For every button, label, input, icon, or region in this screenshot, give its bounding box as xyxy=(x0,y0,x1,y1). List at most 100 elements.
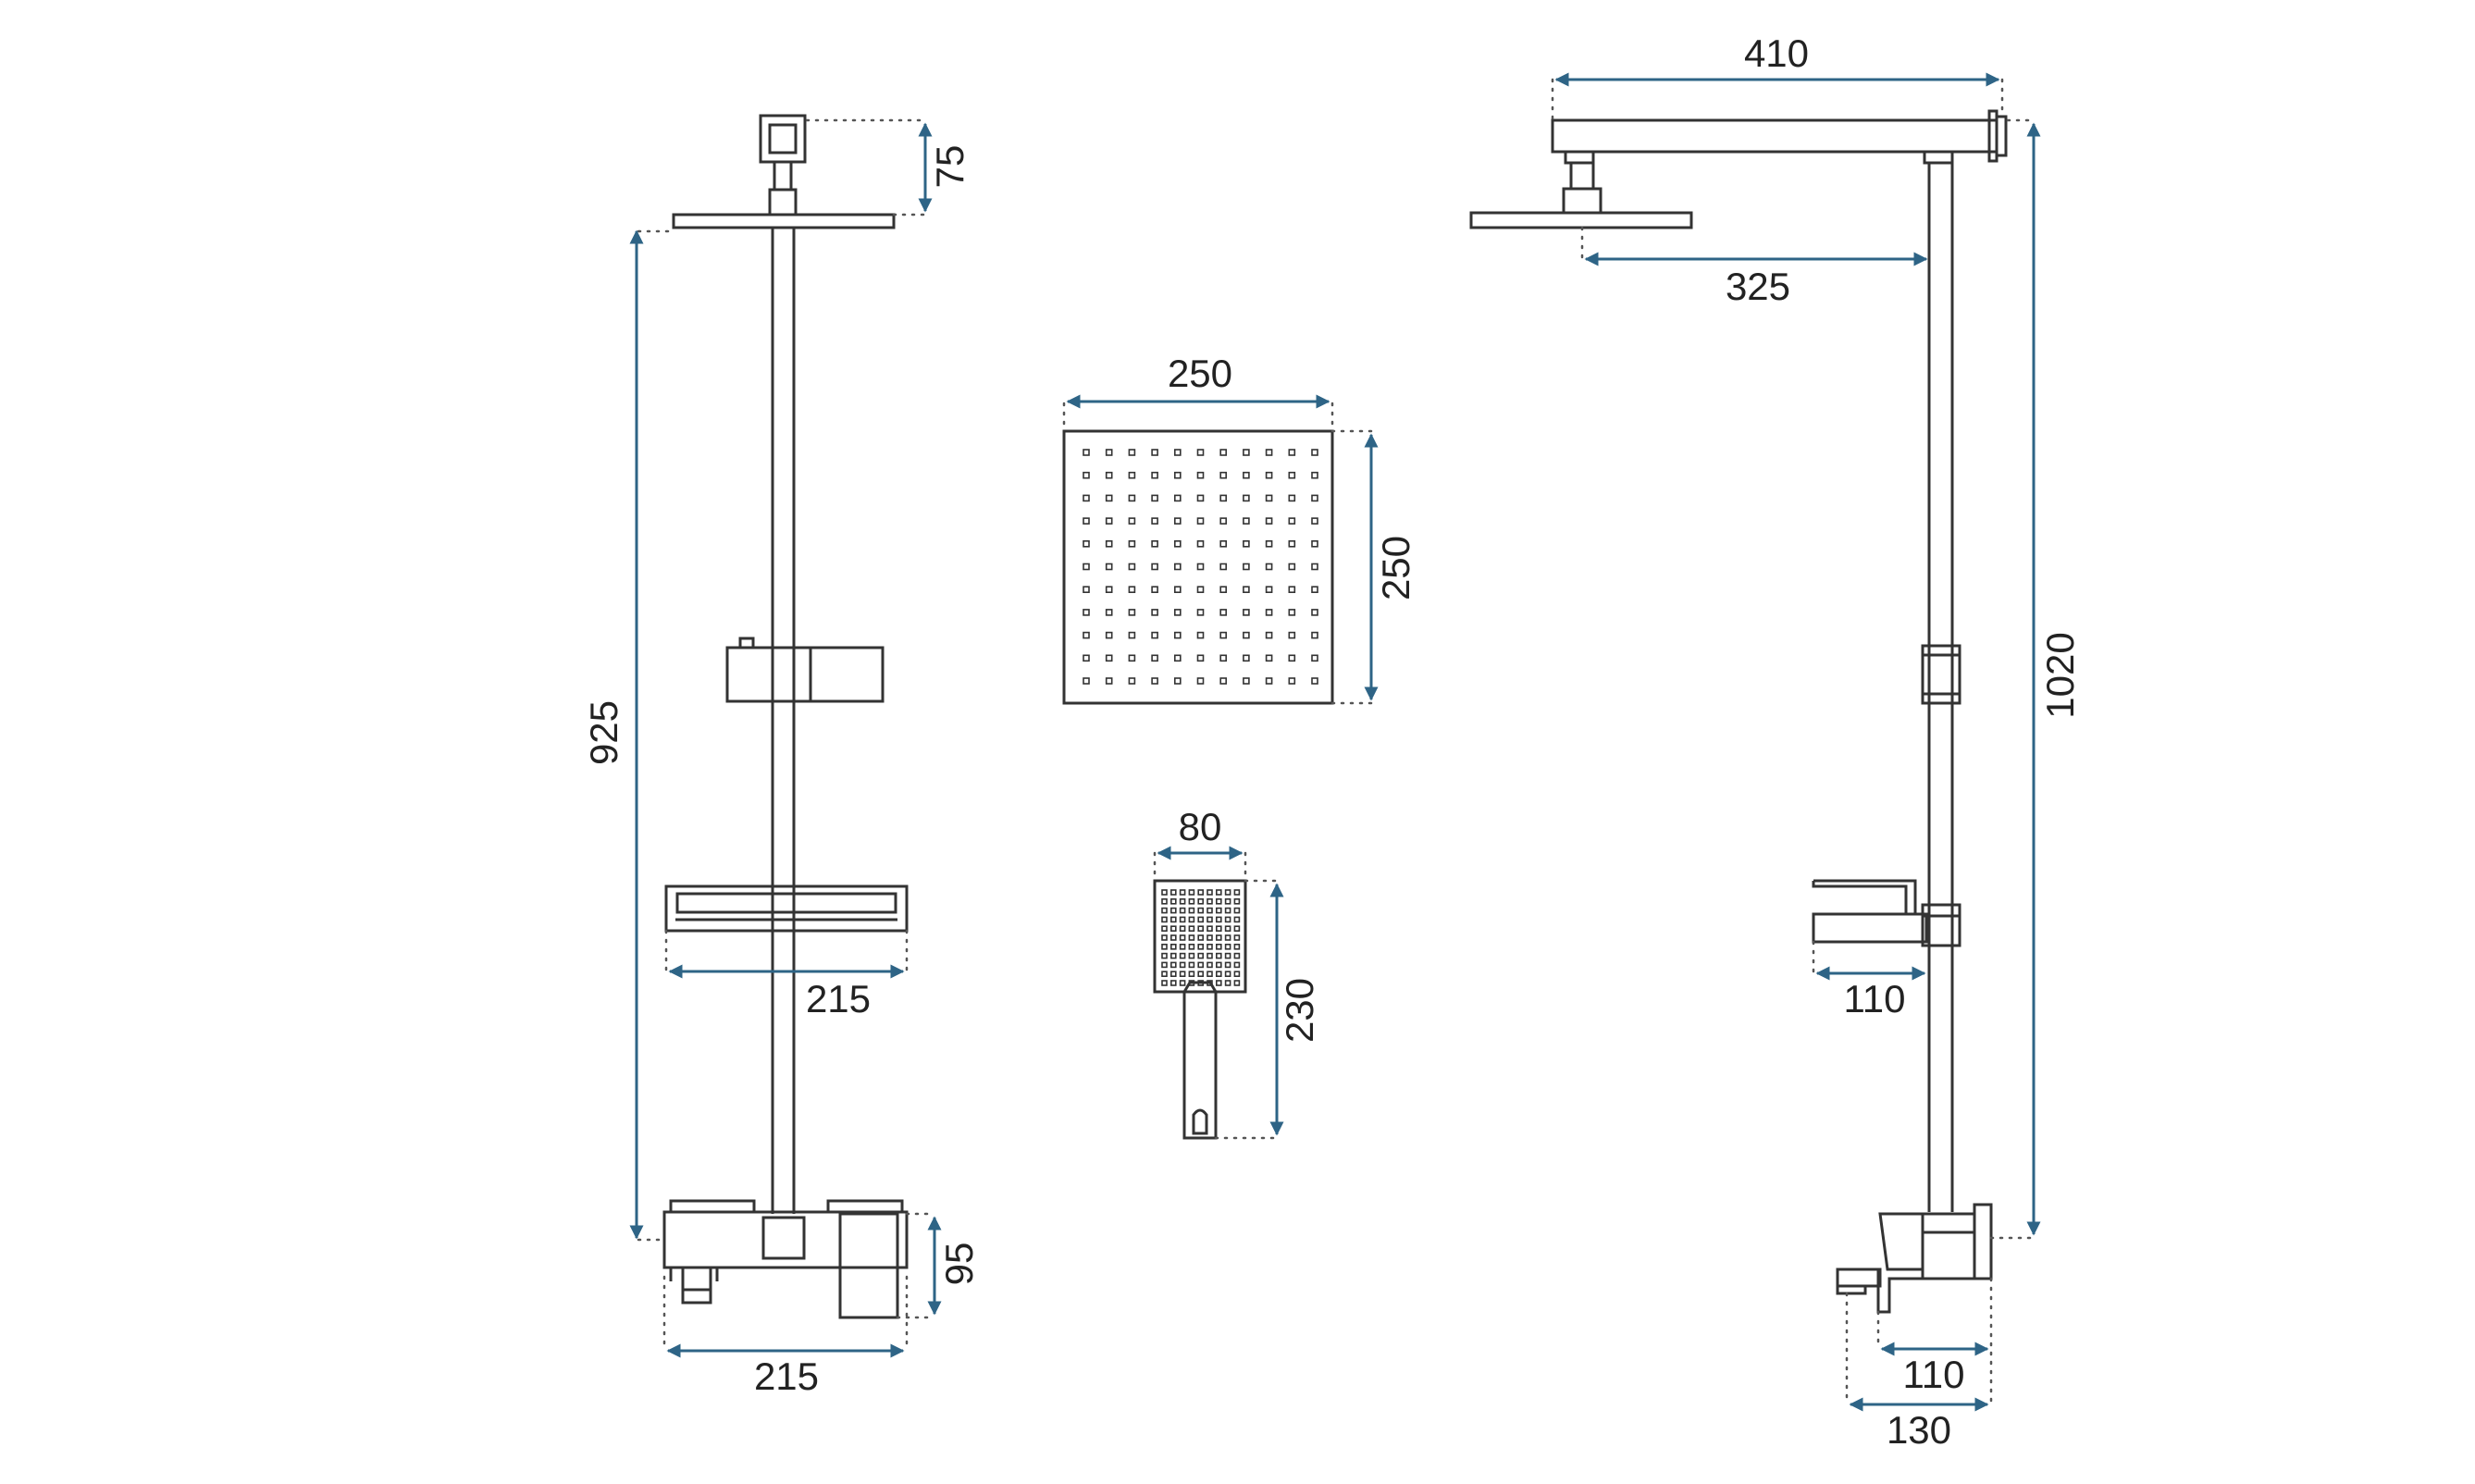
nozzle xyxy=(1128,631,1136,639)
nozzle xyxy=(1216,952,1222,959)
nozzle xyxy=(1170,952,1177,959)
nozzle xyxy=(1105,586,1113,594)
nozzle xyxy=(1265,449,1273,456)
nozzle xyxy=(1170,916,1177,923)
nozzle xyxy=(1265,471,1273,479)
nozzle xyxy=(1233,907,1241,914)
nozzle xyxy=(1083,631,1090,639)
nozzle xyxy=(1161,971,1168,977)
nozzle xyxy=(1224,889,1231,896)
nozzle xyxy=(1224,934,1231,941)
nozzle xyxy=(1265,539,1273,548)
nozzle xyxy=(1197,971,1204,977)
square-head-outline xyxy=(1062,429,1334,705)
nozzle xyxy=(1161,934,1168,941)
nozzle xyxy=(1105,494,1113,502)
nozzle xyxy=(1311,517,1318,525)
hand-shower-face xyxy=(1153,879,1247,994)
nozzle xyxy=(1233,934,1241,941)
nozzle xyxy=(1128,471,1136,479)
nozzle xyxy=(1311,654,1318,662)
nozzle xyxy=(1219,586,1227,594)
nozzle xyxy=(1224,980,1231,986)
nozzle xyxy=(1288,677,1296,685)
nozzle xyxy=(1243,471,1250,479)
nozzle xyxy=(1151,449,1158,456)
nozzle xyxy=(1179,980,1186,986)
nozzle xyxy=(1265,677,1273,685)
nozzle xyxy=(1128,449,1136,456)
nozzle xyxy=(1161,952,1168,959)
nozzle xyxy=(1207,952,1213,959)
nozzle xyxy=(1219,471,1227,479)
nozzle xyxy=(1105,449,1113,456)
nozzle xyxy=(1161,925,1168,933)
head-nozzle-grid xyxy=(1083,449,1318,685)
nozzle xyxy=(1179,916,1186,923)
nozzle xyxy=(1083,517,1090,525)
nozzle xyxy=(1161,961,1168,969)
nozzle xyxy=(1174,563,1182,571)
nozzle xyxy=(1219,654,1227,662)
nozzle xyxy=(1196,494,1205,502)
nozzle xyxy=(1188,971,1195,977)
nozzle xyxy=(1174,539,1182,548)
nozzle xyxy=(1083,449,1090,456)
nozzle xyxy=(1216,925,1222,933)
nozzle xyxy=(1174,654,1182,662)
nozzle xyxy=(1128,517,1136,525)
nozzle xyxy=(1265,494,1273,502)
nozzle xyxy=(1233,980,1241,986)
nozzle xyxy=(1179,961,1186,969)
nozzle xyxy=(1224,925,1231,933)
label-hand-length: 230 xyxy=(1278,978,1321,1043)
nozzle xyxy=(1207,907,1213,914)
nozzle xyxy=(1151,609,1158,616)
label-column-height: 1020 xyxy=(2038,632,2082,718)
nozzle xyxy=(1196,654,1205,662)
nozzle xyxy=(1196,517,1205,525)
nozzle xyxy=(1219,517,1227,525)
nozzle xyxy=(1174,471,1182,479)
nozzle xyxy=(1233,952,1241,959)
nozzle xyxy=(1288,563,1296,571)
nozzle xyxy=(1188,934,1195,941)
nozzle xyxy=(1188,943,1195,950)
nozzle xyxy=(1288,609,1296,616)
nozzle xyxy=(1265,609,1273,616)
nozzle xyxy=(1083,677,1090,685)
nozzle xyxy=(1207,971,1213,977)
nozzle xyxy=(1288,517,1296,525)
nozzle xyxy=(1151,677,1158,685)
nozzle xyxy=(1243,631,1250,639)
nozzle xyxy=(1216,980,1222,986)
nozzle xyxy=(1219,539,1227,548)
nozzle xyxy=(1188,907,1195,914)
nozzle xyxy=(1233,889,1241,896)
front-mixer xyxy=(662,1210,909,1269)
nozzle xyxy=(1170,980,1177,986)
nozzle xyxy=(1196,586,1205,594)
label-mixer-height: 95 xyxy=(937,1243,981,1286)
nozzle xyxy=(1179,971,1186,977)
nozzle xyxy=(1224,961,1231,969)
nozzle xyxy=(1216,961,1222,969)
nozzle xyxy=(1224,952,1231,959)
nozzle xyxy=(1197,916,1204,923)
nozzle xyxy=(1105,677,1113,685)
label-arm-drop: 75 xyxy=(928,145,971,189)
nozzle xyxy=(1179,897,1186,905)
nozzle xyxy=(1207,916,1213,923)
label-head-depth: 250 xyxy=(1374,536,1417,600)
nozzle xyxy=(1288,586,1296,594)
nozzle xyxy=(1243,586,1250,594)
nozzle xyxy=(1265,586,1273,594)
front-arm-bracket xyxy=(759,114,807,164)
nozzle xyxy=(1311,471,1318,479)
nozzle xyxy=(1243,539,1250,548)
nozzle xyxy=(1233,925,1241,933)
nozzle xyxy=(1083,539,1090,548)
nozzle xyxy=(1151,563,1158,571)
nozzle xyxy=(1174,677,1182,685)
nozzle xyxy=(1179,952,1186,959)
